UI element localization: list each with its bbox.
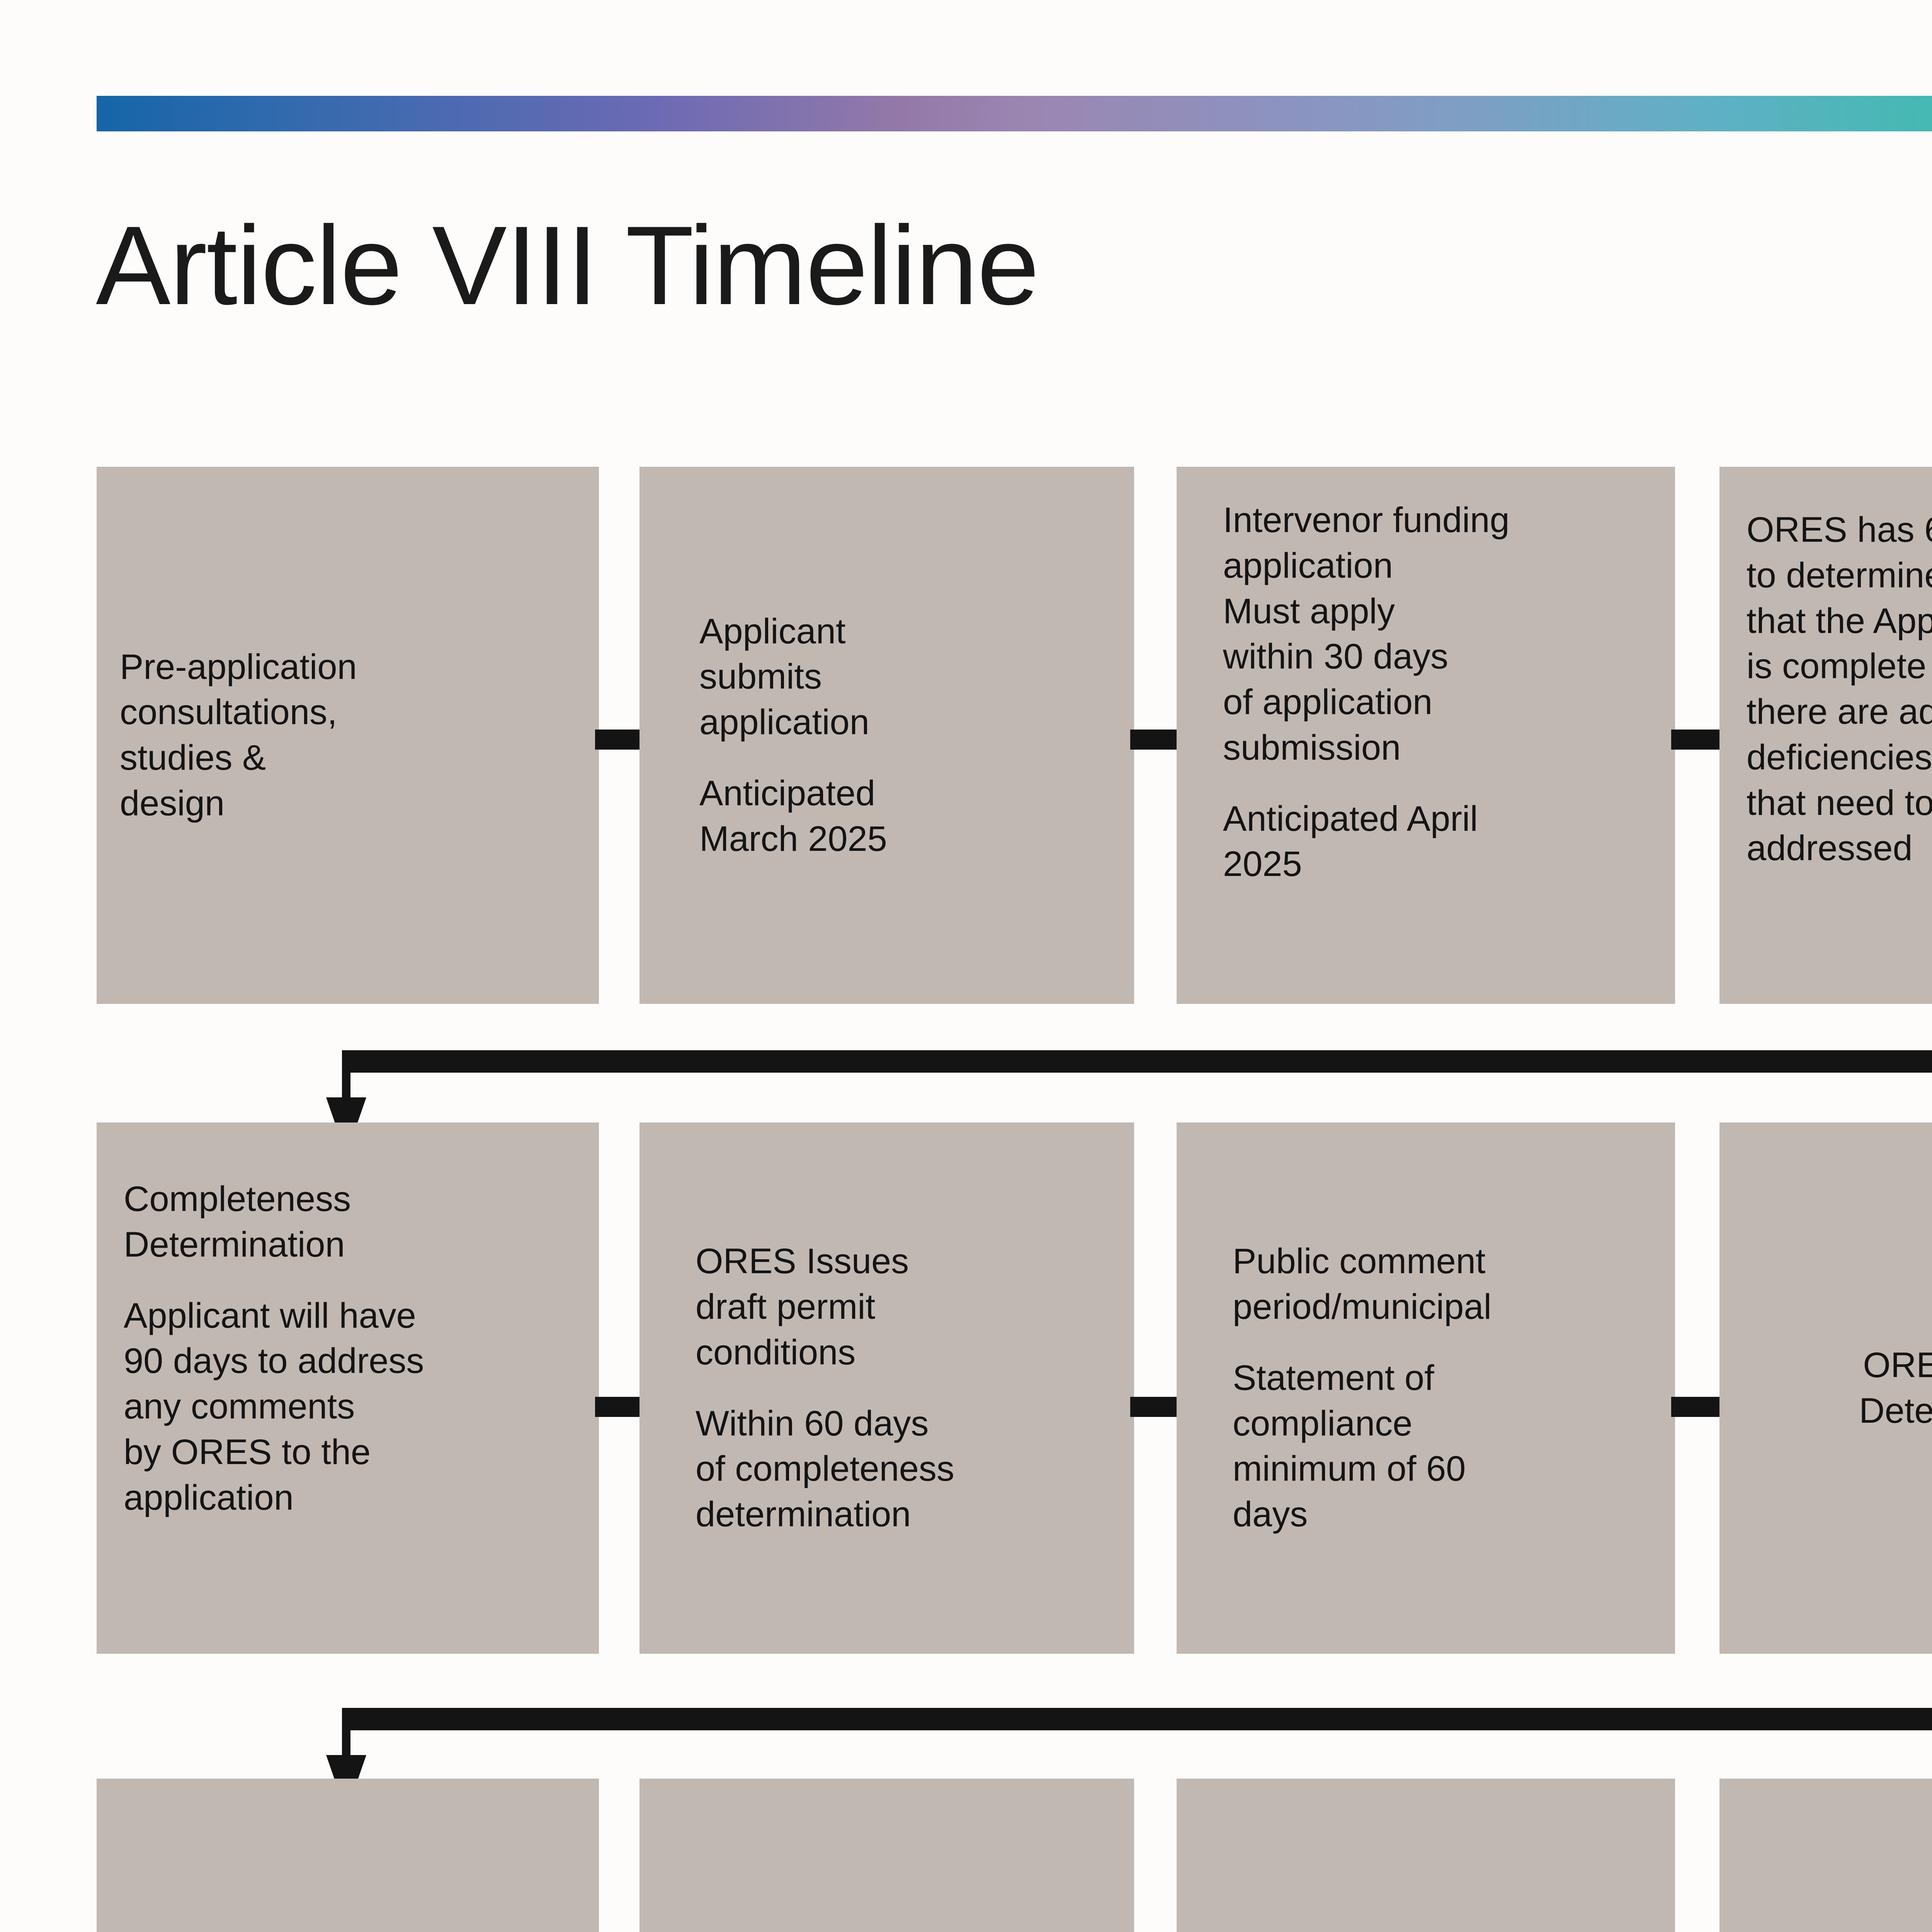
flow-node-6-line-3: conditions	[696, 1332, 856, 1372]
flow-node-7-line-5: minimum of 60	[1233, 1449, 1466, 1489]
flow-node-6-line-4: Within 60 days	[696, 1403, 929, 1443]
flow-node-4-line-8: addressed	[1747, 828, 1913, 868]
flow-node-6-line-2: draft permit	[696, 1287, 876, 1327]
flow-node-3-line-7: Anticipated April	[1223, 799, 1478, 838]
flow-node-2-line-1: Applicant	[699, 611, 846, 651]
flow-node-1-line-4: design	[120, 783, 225, 823]
connector-1-to-2	[595, 730, 645, 750]
connector-4-to-5-horizontal	[342, 1050, 1932, 1073]
flow-node-4-line-7: that need to be	[1747, 783, 1932, 823]
flow-node-5-line-2: Determination	[124, 1225, 345, 1264]
flow-node-7-line-4: compliance	[1233, 1403, 1413, 1443]
flow-node-1-line-3: studies &	[120, 738, 266, 777]
connector-4-to-5-vertical-drop	[342, 1062, 350, 1108]
flow-node-3-line-3: Must apply	[1223, 591, 1395, 631]
flow-node-2-line-3: application	[699, 702, 869, 742]
flow-node-3-line-6: submission	[1223, 728, 1401, 767]
accent-gradient-bar	[97, 96, 1932, 131]
flow-node-5-line-6: by ORES to the	[124, 1432, 371, 1472]
flow-node-3-line-4: within 30 days	[1223, 637, 1448, 677]
connector-6-to-7	[1130, 1397, 1180, 1417]
connector-8-to-9-horizontal	[342, 1708, 1932, 1730]
flow-node-1-line-2: consultations,	[120, 692, 337, 732]
flow-node-4-line-2: to determine either	[1747, 555, 1932, 595]
flow-node-1[interactable]: Pre-application consultations, studies &…	[97, 467, 599, 1004]
flow-node-7-line-2: period/municipal	[1233, 1287, 1492, 1327]
flow-node-11[interactable]: Final permit decision issued Within 1 ye…	[1177, 1779, 1675, 1932]
flow-node-6-line-6: determination	[696, 1495, 911, 1534]
flow-node-4-line-1: ORES has 60 days	[1747, 510, 1932, 549]
flow-node-3[interactable]: Intervenor funding application Must appl…	[1177, 467, 1675, 1004]
connector-5-to-6	[595, 1397, 645, 1417]
flow-node-4-line-6: deficiencies	[1747, 737, 1932, 777]
flow-node-5-line-4: 90 days to address	[124, 1341, 424, 1381]
flow-node-7-line-1: Public comment	[1233, 1242, 1486, 1281]
flow-node-12[interactable]: Compliance Fillings / Construction	[1719, 1779, 1932, 1932]
flow-node-2-line-4: Anticipated	[699, 773, 876, 813]
connector-8-to-9-vertical-drop	[342, 1719, 350, 1766]
flow-node-6-line-1: ORES Issues	[696, 1242, 909, 1281]
flow-node-2-line-5: March 2025	[699, 819, 887, 859]
flow-node-6[interactable]: ORES Issues draft permit conditions With…	[639, 1122, 1134, 1654]
flow-node-3-line-2: application	[1223, 546, 1393, 585]
flow-node-5-line-3: Applicant will have	[124, 1296, 416, 1335]
flow-node-3-line-5: of application	[1223, 682, 1433, 722]
flow-node-6-line-5: of completeness	[696, 1449, 954, 1489]
connector-7-to-8	[1671, 1397, 1721, 1417]
flow-node-8-line-1: ORES Issues	[1863, 1345, 1932, 1385]
flow-node-2-line-2: submits	[699, 657, 822, 697]
flow-node-7-line-6: days	[1233, 1495, 1308, 1534]
flow-node-4[interactable]: ORES has 60 days to determine either tha…	[1719, 467, 1932, 1004]
flow-node-8-line-2: Determination	[1859, 1391, 1932, 1430]
flow-node-2[interactable]: Applicant submits application Anticipate…	[639, 467, 1134, 1004]
flow-node-5[interactable]: Completeness Determination Applicant wil…	[97, 1122, 599, 1654]
flow-node-10[interactable]: Recommended decision and hearing report	[639, 1779, 1134, 1932]
flow-node-5-line-7: application	[124, 1478, 294, 1517]
flow-node-8[interactable]: ORES Issues Determination	[1719, 1122, 1932, 1654]
flow-node-3-line-1: Intervenor funding	[1223, 500, 1510, 540]
flow-node-3-line-8: 2025	[1223, 844, 1302, 884]
flow-node-4-line-4: is complete or	[1747, 646, 1932, 686]
flow-node-7-line-3: Statement of	[1233, 1358, 1434, 1398]
connector-2-to-3	[1130, 730, 1180, 750]
flow-node-5-line-1: Completeness	[124, 1179, 351, 1219]
page-title: Article VIII Timeline	[96, 203, 1039, 328]
connector-3-to-4	[1671, 730, 1721, 750]
flow-node-9[interactable]: Hearings (if required)	[97, 1779, 599, 1932]
flow-node-7[interactable]: Public comment period/municipal Statemen…	[1177, 1122, 1675, 1654]
flow-node-4-line-5: there are additional	[1747, 692, 1932, 731]
flow-node-1-line-1: Pre-application	[120, 647, 357, 687]
flow-node-5-line-5: any comments	[124, 1387, 355, 1427]
flow-node-4-line-3: that the Application	[1747, 601, 1932, 641]
